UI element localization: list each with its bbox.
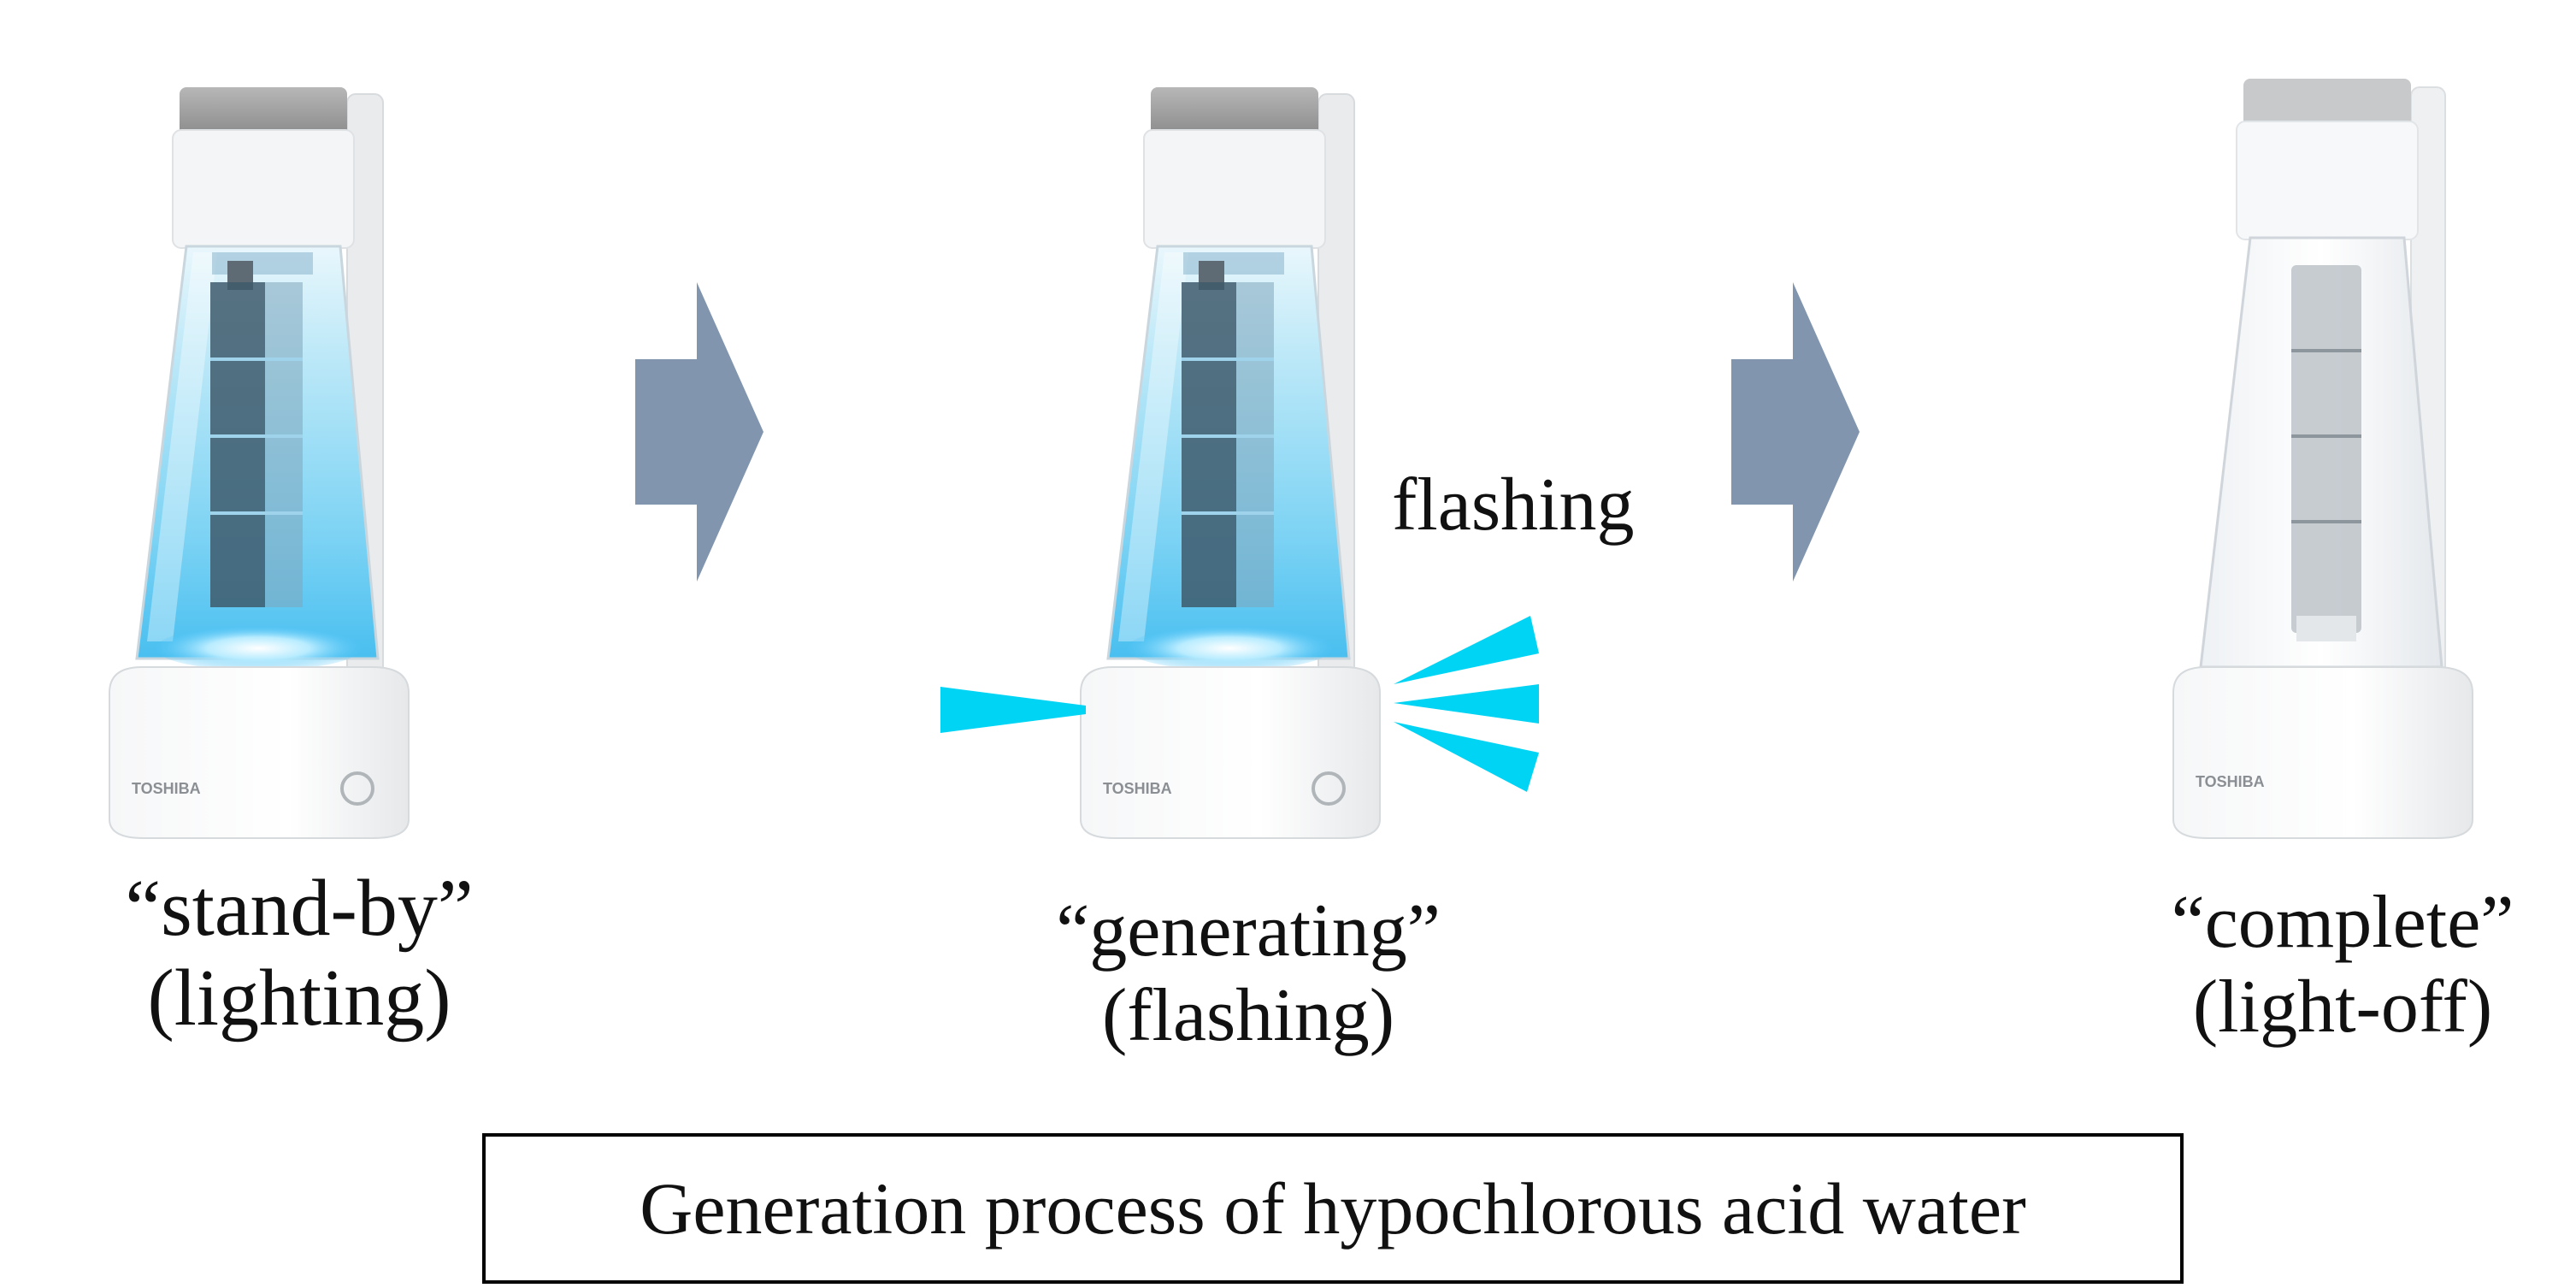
brand-logo: TOSHIBA [1103, 780, 1172, 797]
water-generator-icon: TOSHIBA [2172, 79, 2473, 839]
stage-mode: (flashing) [1101, 973, 1395, 1057]
water-generator-icon: TOSHIBA [1080, 87, 1381, 839]
power-button-icon [1312, 771, 1346, 806]
stage-state: “complete” [2171, 881, 2514, 964]
stage-mode: (light-off) [2192, 965, 2493, 1049]
block-arrow-right-icon [635, 282, 763, 582]
water-generator-icon: TOSHIBA [109, 87, 410, 839]
flash-rays-icon [1394, 616, 1539, 792]
flash-label: flashing [1392, 464, 1635, 547]
diagram-title: Generation process of hypochlorous acid … [482, 1133, 2184, 1284]
brand-logo: TOSHIBA [132, 780, 201, 797]
stage-state: “stand-by” [125, 864, 474, 953]
flash-rays-icon [940, 687, 1086, 733]
power-button-icon [340, 771, 374, 806]
brand-logo: TOSHIBA [2196, 773, 2265, 790]
stage-caption-complete: “complete” (light-off) [2120, 881, 2565, 1049]
block-arrow-right-icon [1731, 282, 1860, 582]
stage-caption-standby: “stand-by” (lighting) [85, 864, 513, 1044]
stage-state: “generating” [1056, 889, 1441, 972]
stage-caption-generating: “generating” (flashing) [966, 889, 1530, 1058]
stage-mode: (lighting) [147, 954, 451, 1043]
